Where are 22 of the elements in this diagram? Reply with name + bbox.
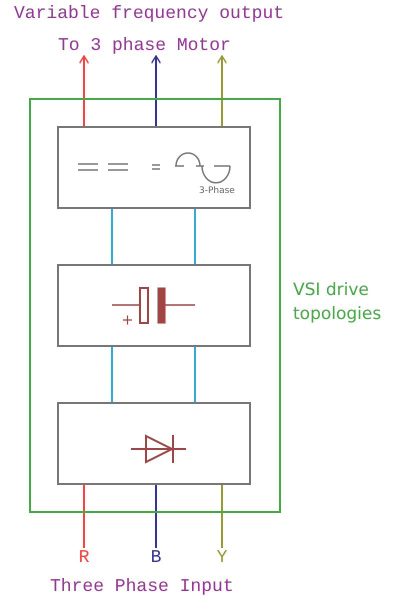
wire <box>194 209 196 264</box>
output-caption: To 3 phase Motor <box>58 36 252 56</box>
input-caption: Three Phase Input <box>50 577 234 597</box>
block-caption: VSI drive topologies <box>293 279 382 326</box>
wire <box>155 485 157 548</box>
phase-caption: 3-Phase <box>199 186 235 196</box>
wire <box>194 347 196 402</box>
arrow <box>150 55 162 126</box>
block-box <box>57 264 251 347</box>
inverter-box <box>57 126 251 209</box>
block-box <box>57 402 251 485</box>
wire <box>83 485 85 548</box>
phase-label: B <box>146 548 166 568</box>
phase-label: R <box>74 548 94 568</box>
enclosure-box <box>29 98 281 513</box>
arrow <box>78 55 90 126</box>
phase-label: Y <box>212 548 232 568</box>
wire <box>111 209 113 264</box>
arrow <box>216 55 228 126</box>
output-caption: Variable frequency output <box>14 4 284 24</box>
wire <box>111 347 113 402</box>
wire <box>221 485 223 548</box>
